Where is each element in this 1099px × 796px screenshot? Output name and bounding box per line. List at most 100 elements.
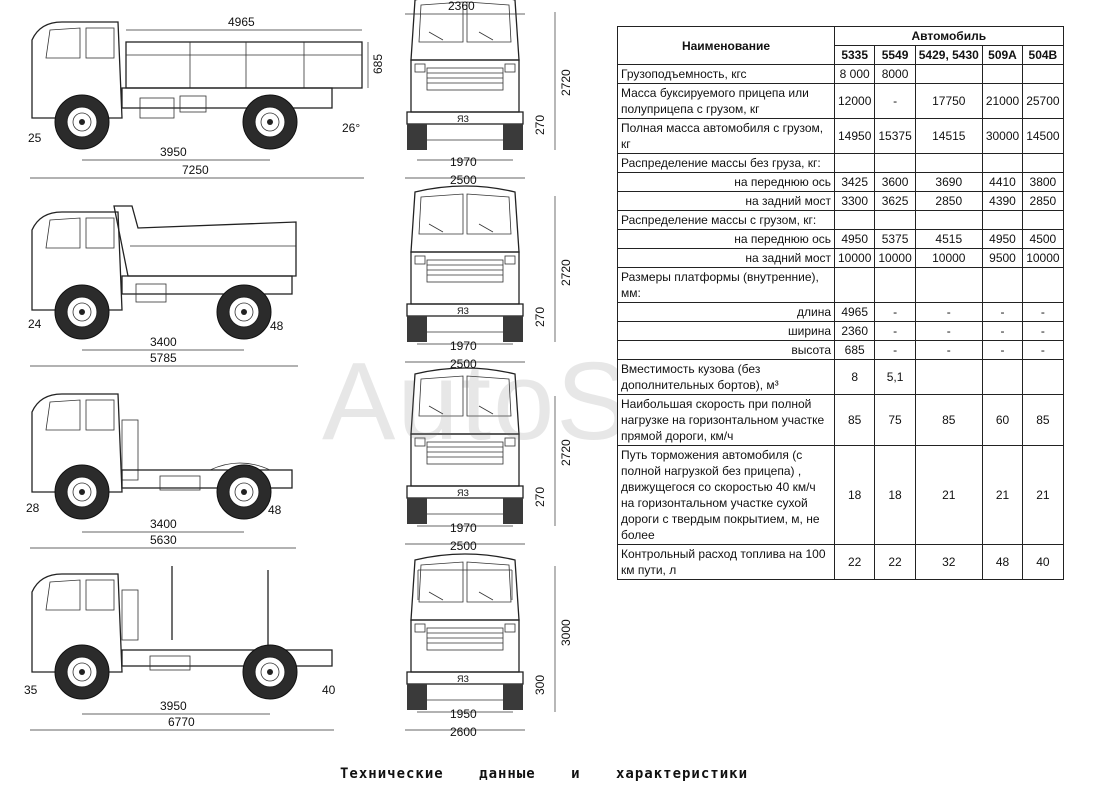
row-value <box>981 210 1024 230</box>
row-value: 4410 <box>981 172 1024 192</box>
angle-rear: 48 <box>268 503 282 517</box>
row-value <box>874 153 916 173</box>
front-track: 1970 <box>450 339 477 353</box>
row-value <box>833 267 876 303</box>
row-value: 685 <box>833 340 876 360</box>
table-row: Размеры платформы (внутренние), мм: <box>617 267 1064 303</box>
row-value <box>833 210 876 230</box>
row-value: - <box>914 321 983 341</box>
row-value: 18 <box>833 445 876 545</box>
row-value <box>981 359 1024 395</box>
front-clearance: 270 <box>533 115 547 135</box>
row-label: высота <box>617 340 835 360</box>
row-label: Контрольный расход топлива на 100 км пут… <box>617 544 835 580</box>
row-label: Вместимость кузова (без дополнительных б… <box>617 359 835 395</box>
table-row: Масса буксируемого прицепа или полуприце… <box>617 83 1064 119</box>
row-label: Масса буксируемого прицепа или полуприце… <box>617 83 835 119</box>
truck-timber-front-view: 3000 300 1950 2600 <box>405 553 573 739</box>
row-value: 5375 <box>874 229 916 249</box>
angle-front: 28 <box>26 501 40 515</box>
row-value: 10000 <box>874 248 916 268</box>
row-label: Размеры платформы (внутренние), мм: <box>617 267 835 303</box>
row-value <box>1022 359 1064 395</box>
front-clearance: 270 <box>533 487 547 507</box>
front-height: 2720 <box>559 69 573 96</box>
row-value: 30000 <box>981 118 1024 154</box>
row-value: 25700 <box>1022 83 1064 119</box>
row-value <box>833 153 876 173</box>
front-width: 2360 <box>448 0 475 13</box>
row-value <box>914 210 983 230</box>
row-value: 40 <box>1022 544 1064 580</box>
row-value: - <box>1022 340 1064 360</box>
row-label: Грузоподъемность, кгс <box>617 64 835 84</box>
row-value <box>981 153 1024 173</box>
dim-platform-length: 4965 <box>228 15 255 29</box>
row-label: на переднюю ось <box>617 172 835 192</box>
front-height: 2720 <box>559 439 573 466</box>
truck-timber-side-view <box>31 566 333 700</box>
row-value: 12000 <box>833 83 876 119</box>
row-value <box>1022 153 1064 173</box>
row-value: 85 <box>1022 394 1064 446</box>
row-value: 10000 <box>1022 248 1064 268</box>
row-label: длина <box>617 302 835 322</box>
row-value: - <box>874 321 916 341</box>
truck-tractor-side-view <box>31 393 293 520</box>
angle-rear: 40 <box>322 683 336 697</box>
row-value: 85 <box>914 394 983 446</box>
angle-rear: 26° <box>342 121 360 135</box>
table-row: Вместимость кузова (без дополнительных б… <box>617 359 1064 395</box>
row-value: 3625 <box>874 191 916 211</box>
row-value: 2360 <box>833 321 876 341</box>
row-value: 3800 <box>1022 172 1064 192</box>
row-value <box>874 267 916 303</box>
dim-overall-length: 5630 <box>150 533 177 547</box>
row-value: 4965 <box>833 302 876 322</box>
header-group: Автомобиль <box>834 26 1064 46</box>
table-row: Распределение массы с грузом, кг: <box>617 210 1064 230</box>
tractor-dimensions: 3400 5630 28 48 <box>26 501 296 549</box>
row-value <box>1022 267 1064 303</box>
row-value: 8 <box>833 359 876 395</box>
row-label: ширина <box>617 321 835 341</box>
row-value: 3690 <box>914 172 983 192</box>
row-label: Наибольшая скорость при полной нагрузке … <box>617 394 835 446</box>
front-track: 1950 <box>450 707 477 721</box>
front-overall-width: 2500 <box>450 539 477 553</box>
row-value <box>914 64 983 84</box>
row-label: Распределение массы без груза, кг: <box>617 153 835 173</box>
dim-platform-height: 685 <box>371 54 385 74</box>
row-label: на переднюю ось <box>617 229 835 249</box>
table-row: Путь торможения автомобиля (с полной наг… <box>617 445 1064 545</box>
row-value <box>914 267 983 303</box>
front-height: 3000 <box>559 619 573 646</box>
header-model: 504В <box>1022 45 1064 65</box>
row-value: - <box>1022 302 1064 322</box>
dim-wheelbase: 3950 <box>160 699 187 713</box>
front-clearance: 300 <box>533 675 547 695</box>
row-value: 21 <box>1022 445 1064 545</box>
row-value <box>981 64 1024 84</box>
row-value: 10000 <box>833 248 876 268</box>
row-value: 3300 <box>833 191 876 211</box>
truck-dump-front-view: 2720 270 1970 2500 <box>405 185 573 371</box>
row-value: - <box>1022 321 1064 341</box>
row-value: 9500 <box>981 248 1024 268</box>
front-clearance: 270 <box>533 307 547 327</box>
dump-dimensions: 3400 5785 24 48 <box>28 317 298 367</box>
header-model: 5549 <box>874 45 916 65</box>
row-label: Распределение массы с грузом, кг: <box>617 210 835 230</box>
header-model: 509А <box>981 45 1024 65</box>
row-value <box>981 267 1024 303</box>
row-value: 22 <box>874 544 916 580</box>
row-value: 60 <box>981 394 1024 446</box>
angle-front: 35 <box>24 683 38 697</box>
